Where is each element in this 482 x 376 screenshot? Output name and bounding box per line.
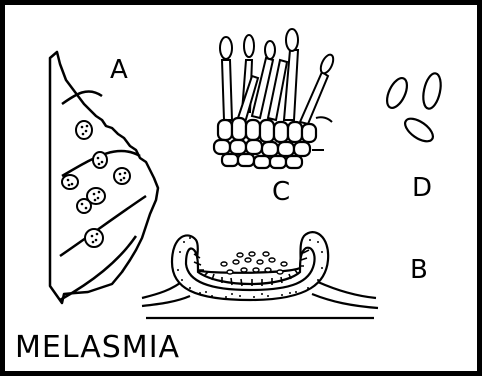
- spot: [62, 175, 78, 189]
- figure-caption: MELASMIA: [15, 333, 180, 363]
- label-a: A: [110, 55, 128, 85]
- label-d: D: [412, 173, 432, 203]
- substrate-line: [142, 296, 190, 306]
- tissue-line: [316, 117, 332, 122]
- spore-cluster: [221, 252, 287, 274]
- spore: [244, 35, 254, 57]
- spore: [401, 114, 436, 145]
- substrate-line: [142, 280, 184, 298]
- stalk: [284, 50, 298, 120]
- substrate-line: [318, 282, 376, 298]
- spot: [114, 168, 130, 184]
- spore: [265, 41, 275, 59]
- leaf-vein-3: [60, 196, 146, 256]
- spore: [220, 37, 232, 59]
- spot: [77, 199, 91, 213]
- spore: [286, 29, 298, 51]
- stalk: [222, 60, 232, 120]
- spot: [76, 121, 92, 139]
- label-b: B: [410, 255, 428, 285]
- spot: [85, 229, 103, 247]
- spore: [420, 72, 443, 111]
- panel-b-section: [142, 232, 378, 318]
- label-c: C: [272, 177, 290, 207]
- cell-layer: [214, 118, 316, 168]
- panel-c-conidiophores: [214, 29, 336, 168]
- illustration: A C D B: [5, 5, 477, 371]
- spot: [93, 152, 107, 168]
- panel-d-spores: [383, 72, 444, 146]
- stalk: [300, 72, 328, 124]
- spore: [383, 75, 411, 111]
- spore: [318, 53, 336, 75]
